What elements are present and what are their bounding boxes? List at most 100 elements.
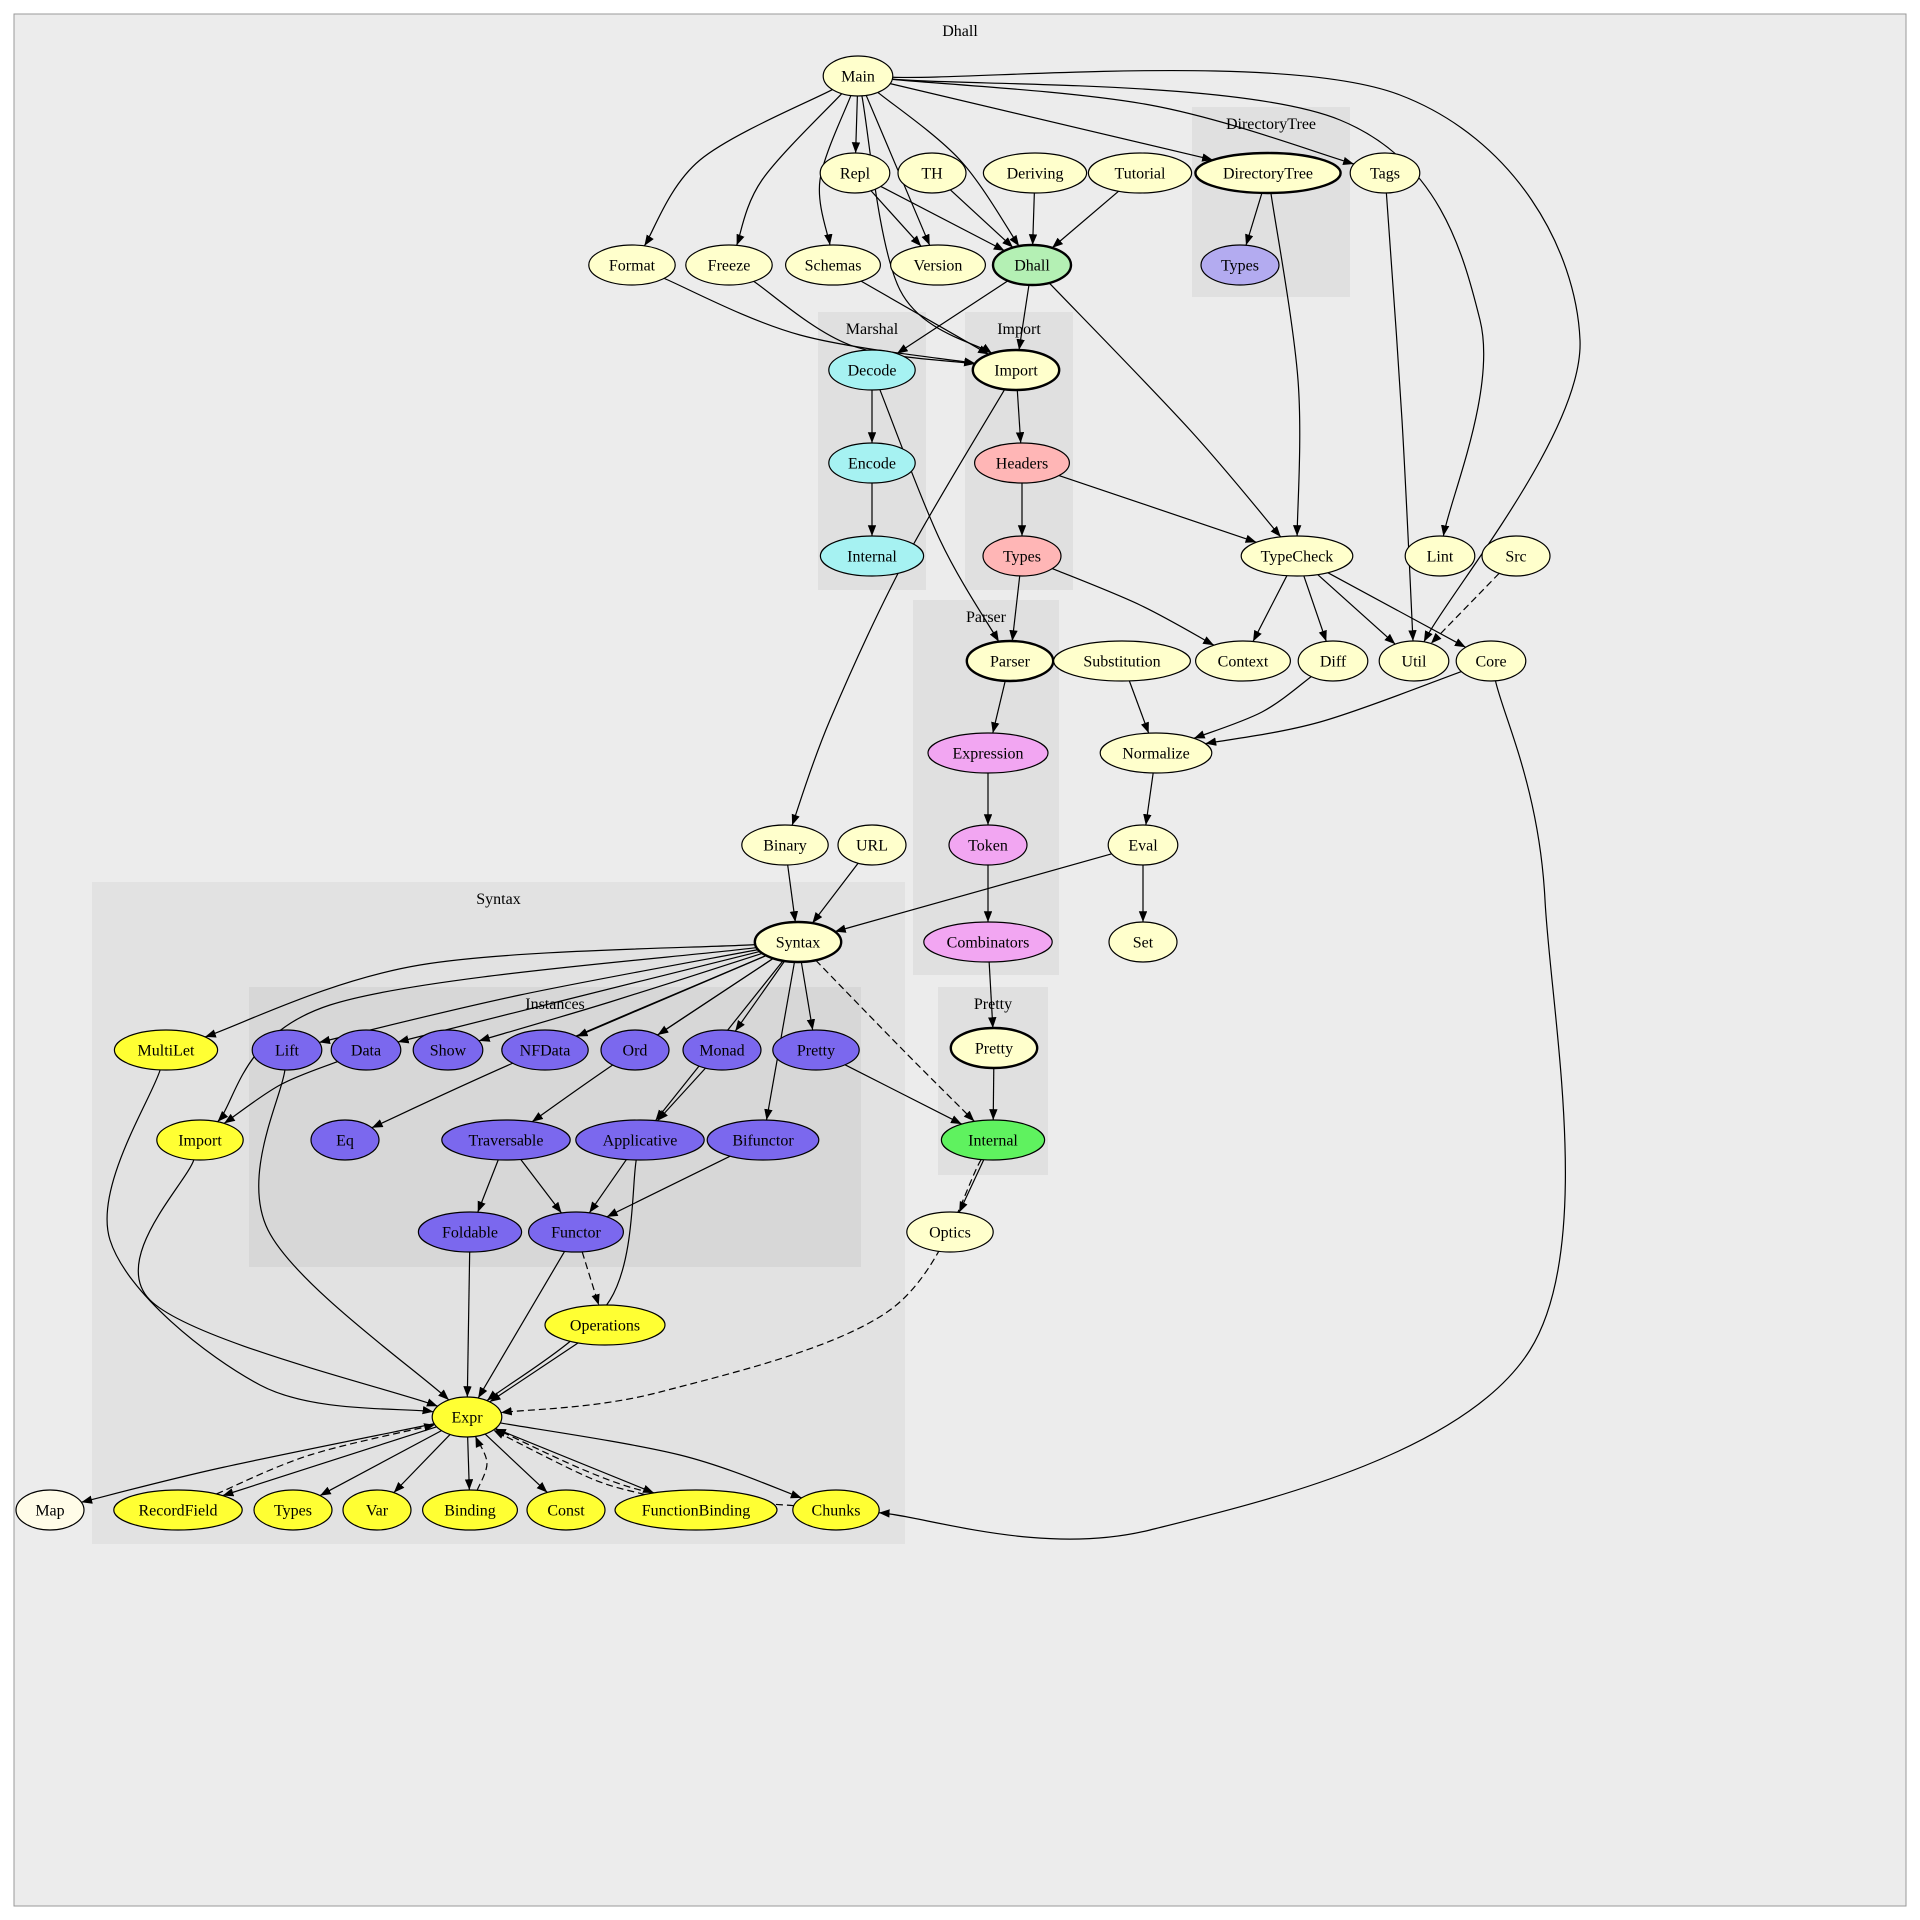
- node-label-parser: Parser: [990, 654, 1031, 671]
- node-label-in_pretty: Pretty: [797, 1043, 835, 1060]
- edge-url-syntax: [811, 862, 859, 924]
- cluster-label-instances: Instances: [525, 996, 585, 1013]
- node-label-eval: Eval: [1128, 838, 1158, 855]
- edge-parser-p_expression: [991, 680, 1006, 734]
- edge-expr-map: [81, 1423, 435, 1504]
- node-tutorial: Tutorial: [1087, 152, 1193, 194]
- node-format: Format: [588, 244, 676, 286]
- edge-expr-functionbinding: [495, 1427, 655, 1494]
- edge-format-i_import: [663, 277, 976, 366]
- node-in_ord: Ord: [600, 1029, 670, 1071]
- edge-operations-expr: [489, 1342, 579, 1403]
- node-label-th: TH: [921, 166, 943, 183]
- node-label-s_import: Import: [178, 1133, 222, 1150]
- edge-expr-var: [393, 1434, 451, 1494]
- node-label-s_types: Types: [274, 1503, 312, 1520]
- edge-main-directorytree: [890, 83, 1214, 162]
- node-pr_pretty: Pretty: [949, 1026, 1039, 1070]
- node-in_foldable: Foldable: [417, 1211, 523, 1253]
- edge-i_types-parser: [1009, 575, 1021, 642]
- node-label-m_internal: Internal: [847, 549, 897, 566]
- edge-core-chunks: [878, 680, 1566, 1540]
- node-label-var: Var: [366, 1503, 389, 1520]
- node-label-in_nfdata: NFData: [520, 1043, 571, 1060]
- node-label-operations: Operations: [570, 1318, 640, 1335]
- node-eval: Eval: [1107, 824, 1179, 866]
- node-label-directorytree: DirectoryTree: [1223, 166, 1313, 183]
- node-chunks: Chunks: [792, 1489, 880, 1531]
- node-label-recordfield: RecordField: [138, 1503, 217, 1520]
- node-label-chunks: Chunks: [812, 1503, 861, 1520]
- node-in_eq: Eq: [310, 1119, 380, 1161]
- edge-in_traversable-in_functor: [520, 1159, 562, 1214]
- node-repl: Repl: [819, 152, 891, 194]
- edge-in_applicative-in_functor: [588, 1159, 627, 1214]
- edge-binding-expr: [474, 1436, 488, 1491]
- edge-in_applicative-expr: [486, 1159, 637, 1402]
- node-label-multilet: MultiLet: [138, 1043, 195, 1060]
- node-diff: Diff: [1297, 640, 1369, 682]
- node-label-pr_internal: Internal: [968, 1133, 1018, 1150]
- node-in_show: Show: [412, 1029, 484, 1071]
- node-label-dt_types: Types: [1221, 258, 1259, 275]
- node-label-version: Version: [914, 258, 963, 275]
- node-in_traversable: Traversable: [441, 1119, 571, 1161]
- node-tags: Tags: [1349, 152, 1421, 194]
- edge-tutorial-dhall: [1051, 190, 1120, 249]
- node-label-p_expression: Expression: [952, 746, 1023, 763]
- edge-s_import-expr: [137, 1159, 438, 1407]
- edge-repl-version: [870, 190, 922, 247]
- node-label-repl: Repl: [840, 166, 871, 183]
- node-label-core: Core: [1475, 654, 1506, 671]
- node-i_types: Types: [982, 535, 1062, 577]
- edge-i_import-binary: [791, 389, 1006, 826]
- cluster-label-directorytree: DirectoryTree: [1226, 116, 1316, 133]
- edge-syntax-s_import: [217, 946, 757, 1123]
- cluster-label-import: Import: [997, 321, 1041, 338]
- edge-main-dhall: [877, 91, 1020, 247]
- cluster-label-dhall: Dhall: [942, 23, 978, 40]
- node-label-in_show: Show: [430, 1043, 467, 1060]
- edge-deriving-dhall: [1028, 192, 1038, 246]
- edge-pr_pretty-pr_internal: [989, 1067, 998, 1121]
- node-label-freeze: Freeze: [708, 258, 751, 275]
- node-i_headers: Headers: [973, 442, 1070, 484]
- edge-directorytree-dt_types: [1245, 192, 1263, 246]
- edge-main-format: [643, 89, 833, 247]
- node-label-format: Format: [609, 258, 656, 275]
- node-src: Src: [1481, 535, 1551, 577]
- node-label-i_types: Types: [1003, 549, 1041, 566]
- edge-typecheck-core: [1327, 572, 1466, 648]
- edge-dhall-i_import: [1016, 284, 1030, 351]
- edge-expr-const: [484, 1433, 548, 1493]
- node-dhall: Dhall: [991, 243, 1073, 287]
- edge-directorytree-typecheck: [1270, 192, 1302, 537]
- node-label-diff: Diff: [1320, 654, 1347, 671]
- edge-main-schemas: [818, 95, 852, 246]
- edge-repl-dhall: [880, 185, 1005, 252]
- node-label-src: Src: [1505, 549, 1526, 566]
- edge-dhall-typecheck: [1048, 282, 1282, 538]
- edge-pr_internal-optics: [958, 1159, 985, 1213]
- node-label-in_lift: Lift: [275, 1043, 300, 1060]
- node-substitution: Substitution: [1052, 640, 1191, 682]
- node-label-main: Main: [841, 69, 875, 86]
- edge-i_import-i_headers: [1015, 389, 1025, 444]
- node-in_bifunctor: Bifunctor: [706, 1119, 820, 1161]
- node-label-in_functor: Functor: [551, 1225, 601, 1242]
- node-label-functionbinding: FunctionBinding: [642, 1503, 750, 1520]
- node-multilet: MultiLet: [113, 1029, 219, 1071]
- node-label-m_decode: Decode: [848, 363, 897, 380]
- edge-freeze-i_import: [753, 280, 976, 367]
- node-i_import: Import: [971, 348, 1061, 392]
- edge-eval-syntax: [834, 853, 1112, 933]
- edge-i_types-context: [1052, 568, 1215, 646]
- node-label-i_import: Import: [994, 363, 1038, 380]
- node-pr_internal: Internal: [940, 1119, 1046, 1161]
- node-const: Const: [526, 1489, 606, 1531]
- node-label-context: Context: [1218, 654, 1269, 671]
- edge-tags-util: [1385, 192, 1417, 642]
- edge-syntax-pr_internal: [815, 959, 975, 1122]
